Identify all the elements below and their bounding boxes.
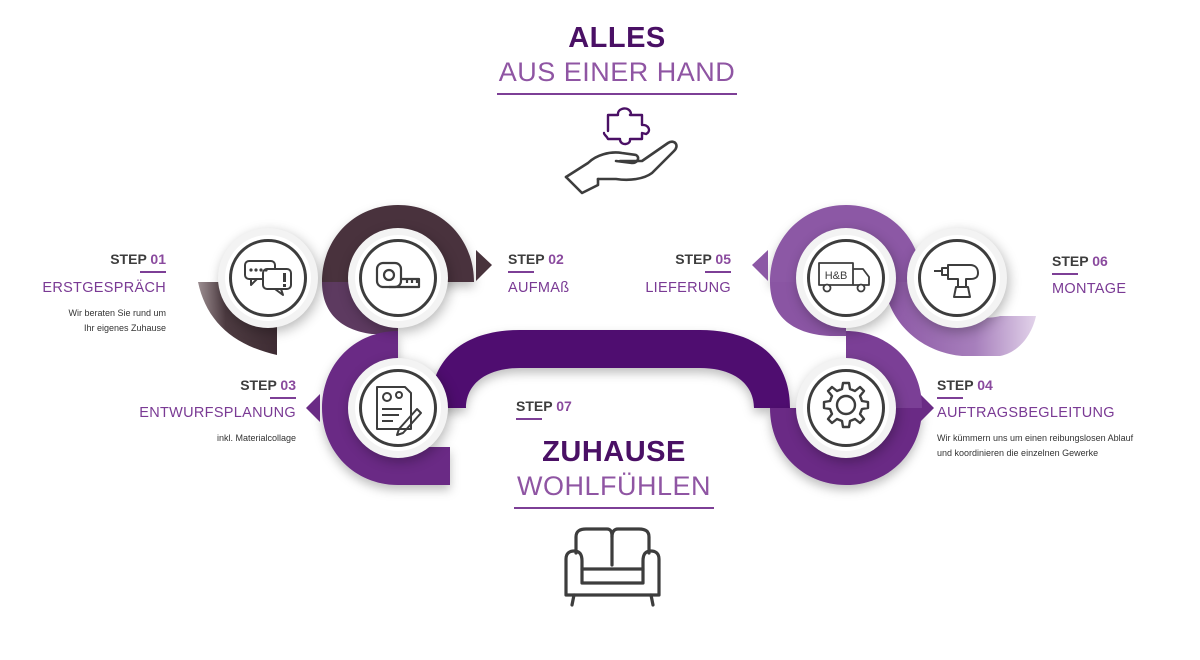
- step-01-icon-circle: [225, 235, 311, 321]
- step-03-description: inkl. Materialcollage: [216, 433, 296, 443]
- step-01-underline: [140, 271, 166, 273]
- truck-text: H&B: [825, 270, 848, 282]
- step-03-icon-circle: [355, 365, 441, 451]
- delivery-truck-icon: H&B: [818, 262, 870, 293]
- header-subtitle: AUS EINER HAND: [498, 57, 736, 87]
- step-04-arrow: [920, 394, 934, 422]
- main-bridge: [430, 330, 790, 408]
- step-02-title: AUFMAß: [508, 280, 570, 296]
- step-03-title: ENTWURFSPLANUNG: [139, 405, 296, 421]
- design-document-icon: [376, 386, 422, 436]
- step-07-underline: [516, 418, 542, 420]
- step-03-underline: [270, 397, 296, 399]
- footer-title: ZUHAUSE: [542, 436, 686, 468]
- step-07-label: STEP 07: [516, 398, 572, 414]
- step-06-underline: [1052, 273, 1078, 275]
- tape-measure-icon: [375, 261, 421, 289]
- header-underline: [497, 93, 737, 95]
- footer-underline: [514, 507, 714, 509]
- header-title: ALLES: [568, 22, 666, 54]
- step-03-arc: [322, 331, 450, 485]
- step-03-label: STEP 03: [240, 377, 296, 393]
- step-02-arrow: [476, 250, 492, 281]
- step-01-title: ERSTGESPRÄCH: [42, 280, 166, 296]
- step-04-icon-circle: [803, 365, 889, 451]
- sofa-icon: [564, 527, 661, 607]
- step-04-underline: [937, 397, 963, 399]
- step-04-description: Wir kümmern uns um einen reibungslosen A…: [937, 433, 1134, 458]
- step-06-label: STEP 06: [1052, 253, 1108, 269]
- step-05-arrow: [752, 250, 768, 281]
- power-drill-icon: [934, 264, 979, 298]
- step-01-arc: [198, 282, 277, 355]
- step-04-label: STEP 04: [937, 377, 993, 393]
- step-02-label: STEP 02: [508, 251, 564, 267]
- step-06-icon-circle: [914, 235, 1000, 321]
- step-05-icon-circle: H&B: [803, 235, 889, 321]
- step-02-icon-circle: [355, 235, 441, 321]
- step-02-underline: [508, 271, 534, 273]
- hand-puzzle-icon: [564, 107, 678, 195]
- step-01-label: STEP 01: [110, 251, 166, 267]
- footer-subtitle: WOHLFÜHLEN: [516, 471, 711, 501]
- chat-bubbles-icon: [244, 260, 292, 296]
- step-03-arrow: [306, 394, 320, 422]
- step-05-underline: [705, 271, 731, 273]
- step-06-title: MONTAGE: [1052, 281, 1127, 297]
- step-05-label: STEP 05: [675, 251, 731, 267]
- step-04-title: AUFTRAGSBEGLEITUNG: [937, 405, 1115, 421]
- step-05-title: LIEFERUNG: [645, 280, 731, 296]
- gear-icon: [822, 381, 870, 429]
